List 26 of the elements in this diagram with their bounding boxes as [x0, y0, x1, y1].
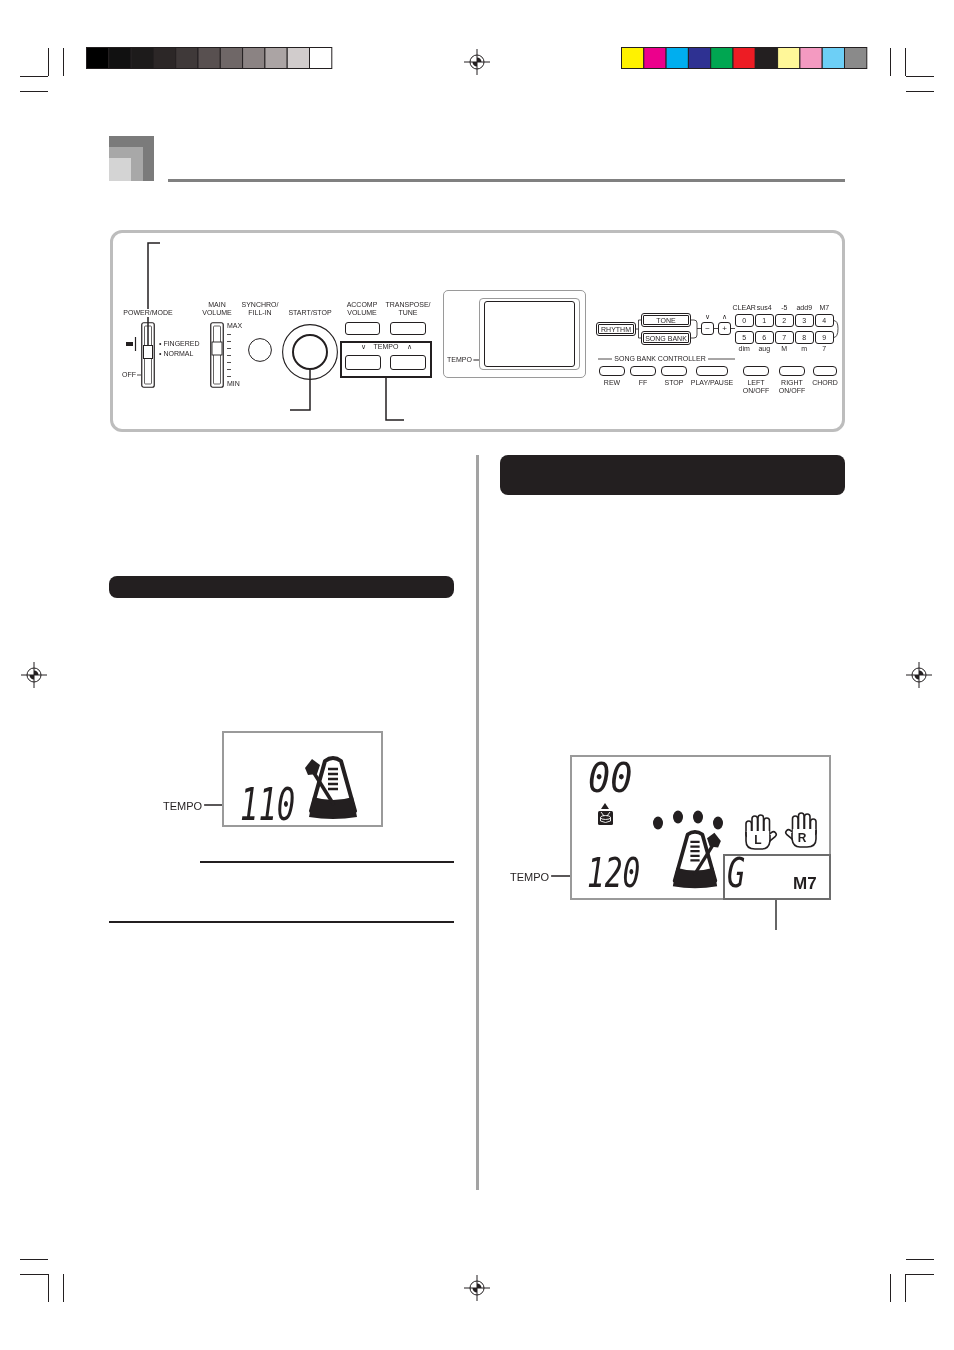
tempo-button-group — [340, 341, 432, 378]
measure-number: 00 — [588, 758, 633, 800]
step-key: + — [718, 322, 731, 335]
lcd-display — [222, 731, 383, 827]
leader-line — [472, 359, 480, 361]
switch-knob — [143, 345, 153, 359]
tempo-value: 110 — [240, 781, 296, 827]
step-key: − — [701, 322, 714, 335]
chord-type: M7 — [793, 874, 817, 894]
heading-bar — [500, 455, 845, 495]
tempo-value: 120 — [587, 853, 641, 895]
hand-letter: R — [797, 832, 807, 846]
chord-display-box — [723, 854, 831, 900]
hand-letter: L — [754, 834, 762, 848]
leader-line — [550, 875, 571, 877]
leader-line — [147, 242, 161, 346]
chord-root: G — [727, 853, 745, 895]
tempo-label: TEMPO — [163, 799, 203, 813]
heading-bar — [109, 576, 454, 598]
lcd-display — [570, 755, 831, 900]
leader-line — [203, 804, 223, 806]
leader-line — [775, 899, 777, 931]
leader-line — [385, 377, 405, 421]
leader-line — [289, 369, 311, 411]
tempo-label: TEMPO — [510, 870, 550, 884]
start-stop-button — [292, 334, 328, 370]
